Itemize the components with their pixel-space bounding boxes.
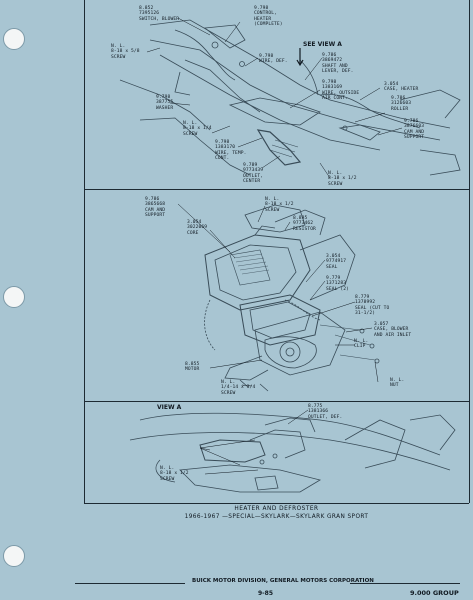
- view-a-label: VIEW A: [157, 404, 182, 411]
- diagram-frame: [84, 0, 470, 503]
- callout-nut: N. L. NUT: [390, 378, 405, 389]
- section-divider-2: [84, 401, 469, 402]
- callout-outlet-def: 8.775 1381366 OUTLET, DEF.: [308, 404, 343, 420]
- figure-subtitle: 1966-1967 —SPECIAL—SKYLARK—SKYLARK GRAN …: [184, 514, 369, 520]
- page-number: 9-85: [258, 590, 274, 597]
- callout-resistor: 8.895 9773462 RESISTOR: [293, 216, 316, 232]
- callout-motor: 8.855 MOTOR: [185, 362, 200, 373]
- section-divider-1: [84, 189, 469, 190]
- section-divider-3: [84, 503, 469, 504]
- callout-shaft-lever: 9.786 3869472 SHAFT AND LEVER, DEF.: [322, 53, 354, 75]
- callout-wire-temp: 9.798 1383170 WIRE, TEMP. CONT.: [215, 140, 247, 162]
- callout-seal-cut: 8.779 1378992 SEAL (CUT TO 31-1/2): [355, 295, 390, 317]
- callout-roller: 9.786 3126603 ROLLER: [391, 96, 412, 112]
- footer-group: 9.000 GROUP: [410, 589, 459, 597]
- callout-screw: N. L. 8-18 x 1/2 SCREW: [328, 171, 357, 187]
- footer-corporation: BUICK MOTOR DIVISION, GENERAL MOTORS COR…: [192, 578, 374, 584]
- callout-wire-outside-air: 9.798 1383169 WIRE, OUTSIDE AIR CONT.: [322, 80, 360, 102]
- callout-screw: N. L. 8-18 x 1/2 SCREW: [265, 197, 294, 213]
- binder-hole-2: [3, 286, 25, 308]
- callout-clip: N. L. CLIP: [354, 339, 369, 350]
- callout-cam-support: 9.786 3876603 CAM AND SUPPORT: [404, 119, 425, 141]
- callout-screw: N. L. 8-18 x 1/2 SCREW: [160, 466, 189, 482]
- callout-outlet-center: 9.789 9773439 OUTLET, CENTER: [243, 163, 264, 185]
- callout-case-heater: 3.054 CASE, HEATER: [384, 82, 419, 93]
- callout-washer: 9.798 387755 WASHER: [156, 95, 174, 111]
- callout-cam-support: 9.786 3865668 CAM AND SUPPORT: [145, 197, 166, 219]
- footer-rule-left: [75, 583, 185, 584]
- callout-control-heater: 9.798 CONTROL, HEATER (COMPLETE): [254, 6, 283, 28]
- callout-screw: N. L. 8-18 x 1/4 SCREW: [183, 121, 212, 137]
- binder-hole-1: [3, 28, 25, 50]
- callout-seal: 9.779 1371283 SEAL (2): [326, 276, 349, 292]
- figure-title: HEATER AND DEFROSTER: [234, 506, 319, 512]
- see-view-a-label: SEE VIEW A: [303, 41, 342, 48]
- callout-switch-blower: 8.852 7395126 SWITCH, BLOWER: [139, 6, 180, 22]
- binder-hole-3: [3, 545, 25, 567]
- callout-case-blower: 3.057 CASE, BLOWER AND AIR INLET: [374, 322, 412, 338]
- footer-rule-right: [350, 583, 460, 584]
- callout-wire-def: 9.798 WIRE, DEF.: [259, 54, 288, 65]
- callout-screw: N. L. 1/4-14 x 3/4 SCREW: [221, 380, 256, 396]
- callout-seal: 3.054 9774917 SEAL: [326, 254, 347, 270]
- callout-screw: N. L. 8-18 x 5/8 SCREW: [111, 44, 140, 60]
- callout-core: 3.054 3022069 CORE: [187, 220, 208, 236]
